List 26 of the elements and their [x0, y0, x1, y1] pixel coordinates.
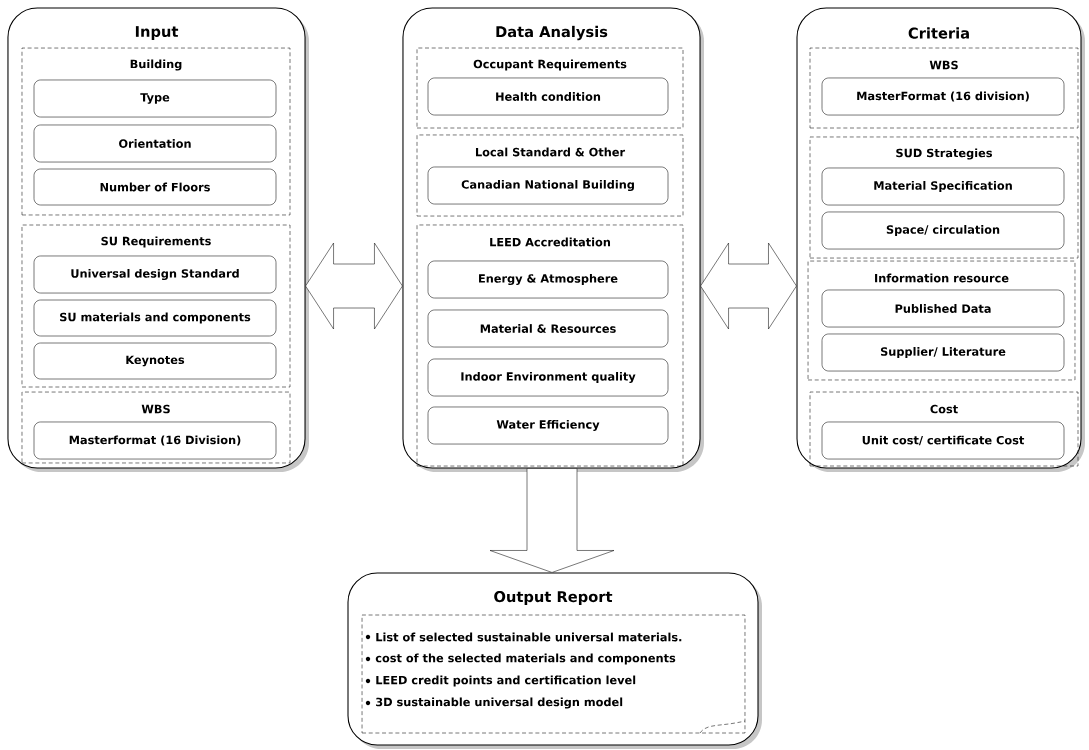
item-box: MasterFormat (16 division)	[821, 77, 1065, 116]
item-box: Material & Resources	[427, 309, 669, 348]
item-box: Space/ circulation	[821, 211, 1065, 250]
block-arrow	[305, 242, 403, 330]
item-box: Keynotes	[33, 342, 277, 380]
list-item: LEED credit points and certification level	[376, 675, 636, 687]
item-box: Material Specification	[821, 167, 1065, 206]
item-box: Type	[33, 79, 277, 118]
item-box: Orientation	[33, 124, 277, 163]
item-box: Published Data	[821, 289, 1065, 328]
item-box: Masterformat (16 Division)	[33, 421, 277, 460]
item-box: Water Efficiency	[427, 406, 669, 445]
list-item: List of selected sustainable universal materials.	[376, 632, 682, 642]
list-item: cost of the selected materials and components	[375, 653, 676, 665]
item-box: Supplier/ Literature	[821, 333, 1065, 372]
item-box: Indoor Environment quality	[427, 358, 669, 397]
block-arrow	[489, 468, 615, 573]
item-box: Number of Floors	[33, 168, 277, 206]
block-arrow	[700, 242, 797, 330]
item-box: Universal design Standard	[33, 255, 277, 294]
item-box: Energy & Atmosphere	[427, 260, 669, 299]
item-box: Health condition	[427, 77, 669, 116]
item-box: SU materials and components	[33, 299, 277, 337]
item-box: Unit cost/ certificate Cost	[821, 421, 1065, 460]
item-box: Canadian National Building	[427, 166, 669, 205]
list-item: 3D sustainable universal design model	[376, 697, 623, 709]
